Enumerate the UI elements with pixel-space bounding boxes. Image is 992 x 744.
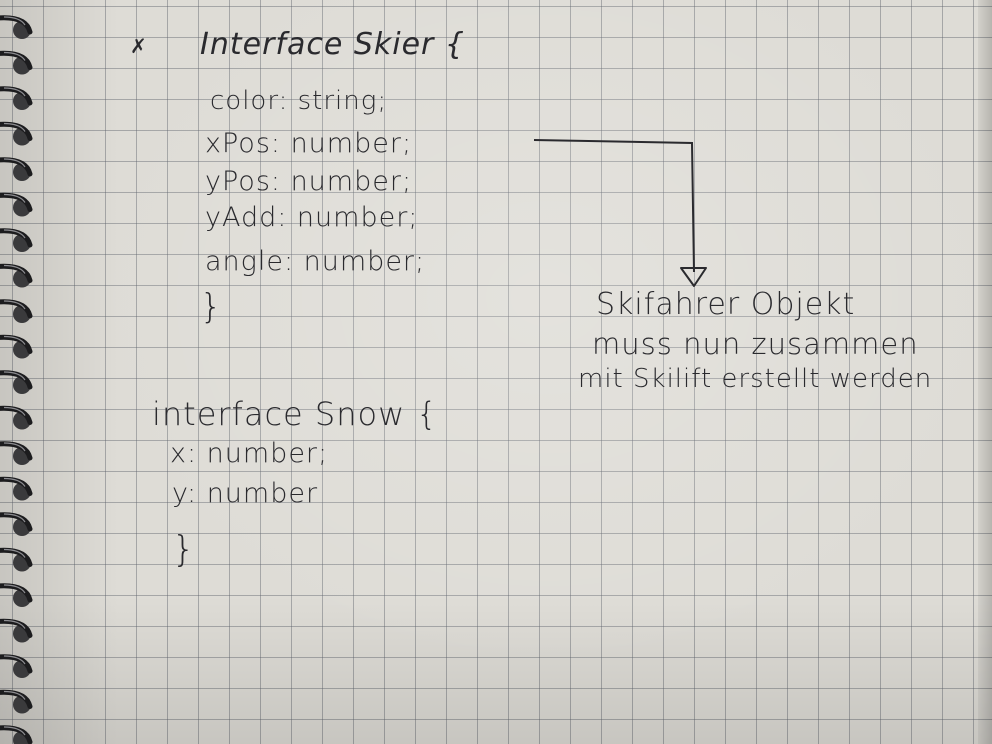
spiral-ring (0, 583, 33, 607)
margin-mark: ✗ (130, 34, 148, 58)
skier-field-xpos: xPos: number; (205, 128, 413, 159)
spiral-ring (0, 405, 33, 430)
skier-field-yadd: yAdd: number; (205, 202, 419, 233)
page-edge (978, 0, 992, 744)
snow-field-x: x: number; (170, 438, 329, 469)
skier-field-ypos: yPos: number; (205, 166, 413, 197)
spiral-ring (0, 157, 33, 181)
spiral-binding (0, 15, 33, 744)
spiral-ring (0, 654, 33, 678)
note-line-3: mit Skilift erstellt werden (578, 364, 933, 394)
spiral-ring (0, 228, 33, 252)
snow-heading: interface Snow { (152, 395, 438, 433)
spiral-ring (0, 192, 33, 217)
spiral-ring (0, 121, 33, 146)
skier-field-angle: angle: number; (205, 246, 426, 277)
spiral-ring (0, 263, 33, 288)
spiral-ring (0, 689, 33, 714)
spiral-ring (0, 334, 33, 359)
spiral-ring (0, 725, 33, 744)
spiral-ring (0, 299, 33, 323)
snow-field-y: y: number (172, 478, 319, 509)
skier-field-color: color: string; (210, 86, 388, 116)
spiral-ring (0, 15, 33, 39)
note-line-2: muss nun zusammen (592, 327, 919, 361)
note-line-1: Skifahrer Objekt (596, 287, 856, 322)
spiral-ring (0, 547, 33, 572)
spiral-ring (0, 86, 33, 110)
spiral-ring (0, 512, 33, 536)
snow-closing-brace: } (172, 529, 196, 570)
spiral-ring (0, 50, 33, 75)
spiral-ring (0, 441, 33, 465)
spiral-ring (0, 370, 33, 394)
spiral-ring (0, 476, 33, 501)
spiral-ring (0, 618, 33, 643)
skier-heading: Interface Skier { (200, 27, 466, 62)
skier-closing-brace: } (200, 287, 223, 327)
